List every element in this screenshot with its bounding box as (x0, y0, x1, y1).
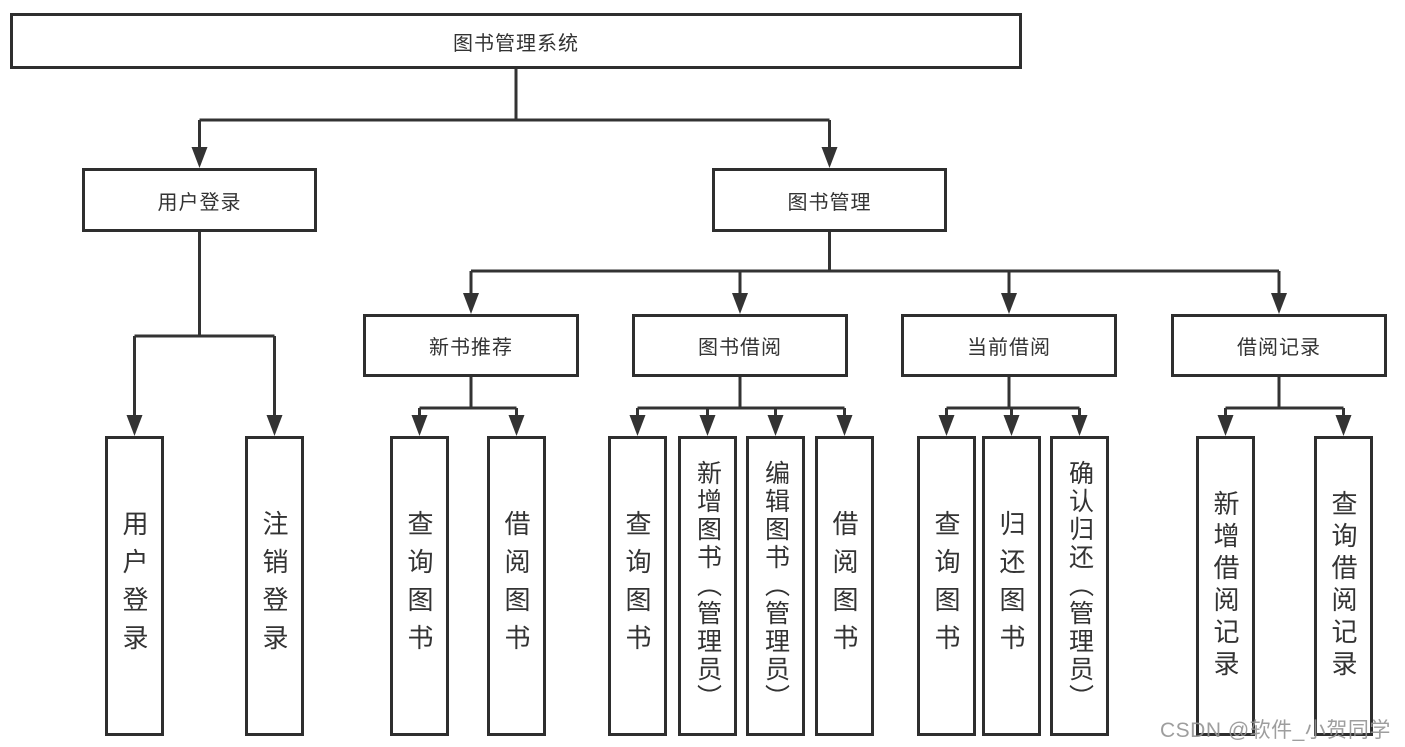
watermark: CSDN @软件_小贺同学 (1160, 719, 1391, 742)
arrowhead (1071, 415, 1088, 436)
arrowhead (1335, 415, 1352, 436)
node-label: 查询图书 (622, 510, 652, 662)
node-label: 查询借阅记录 (1328, 490, 1358, 682)
arrowhead (1003, 415, 1020, 436)
node-label: 归还图书 (996, 510, 1026, 662)
arrowhead (266, 415, 283, 436)
arrowhead (463, 293, 479, 314)
node-edit-books-admin: 编辑图书（管理员） (746, 436, 805, 736)
arrowhead (836, 415, 853, 436)
node-new-book-recommend: 新书推荐 (363, 314, 579, 377)
arrowhead (1001, 293, 1017, 314)
node-borrow-books-2: 借阅图书 (815, 436, 874, 736)
node-borrowing-records: 借阅记录 (1171, 314, 1387, 377)
node-query-books-1: 查询图书 (390, 436, 449, 736)
arrowhead (126, 415, 143, 436)
node-system-root: 图书管理系统 (10, 13, 1022, 69)
node-borrow-books-1: 借阅图书 (487, 436, 546, 736)
node-logout-login: 注销登录 (245, 436, 304, 736)
node-label: 确认归还（管理员） (1065, 460, 1094, 712)
arrowhead (1271, 293, 1287, 314)
arrowhead (732, 293, 748, 314)
node-label: 借阅记录 (1237, 337, 1321, 359)
node-label: 图书管理系统 (453, 32, 579, 55)
node-label: 新书推荐 (429, 337, 513, 359)
node-book-management: 图书管理 (712, 168, 947, 232)
arrowhead (629, 415, 646, 436)
arrowhead (508, 415, 525, 436)
node-add-books-admin: 新增图书（管理员） (678, 436, 737, 736)
arrowhead (767, 415, 784, 436)
node-label: 注销登录 (259, 510, 289, 662)
node-label: 借阅图书 (501, 510, 531, 662)
arrowhead (699, 415, 716, 436)
node-query-borrow-record: 查询借阅记录 (1314, 436, 1373, 736)
node-label: 用户登录 (119, 510, 149, 662)
node-label: 当前借阅 (967, 337, 1051, 359)
node-current-borrowing: 当前借阅 (901, 314, 1117, 377)
node-book-borrowing: 图书借阅 (632, 314, 848, 377)
node-label: 借阅图书 (829, 510, 859, 662)
node-user-login-leaf: 用户登录 (105, 436, 164, 736)
node-label: 查询图书 (931, 510, 961, 662)
node-query-books-2: 查询图书 (608, 436, 667, 736)
arrowhead (1217, 415, 1234, 436)
node-label: 图书管理 (787, 191, 872, 214)
node-user-login: 用户登录 (82, 168, 317, 232)
node-add-borrow-record: 新增借阅记录 (1196, 436, 1255, 736)
arrowhead (938, 415, 955, 436)
node-return-books: 归还图书 (982, 436, 1041, 736)
arrowhead (191, 147, 208, 168)
node-query-books-3: 查询图书 (917, 436, 976, 736)
node-label: 用户登录 (157, 191, 242, 214)
node-label: 新增借阅记录 (1210, 490, 1240, 682)
node-label: 查询图书 (404, 510, 434, 662)
node-label: 新增图书（管理员） (693, 460, 722, 712)
node-confirm-return-admin: 确认归还（管理员） (1050, 436, 1109, 736)
arrowhead (411, 415, 428, 436)
node-label: 图书借阅 (698, 337, 782, 359)
node-label: 编辑图书（管理员） (761, 460, 790, 712)
arrowhead (821, 147, 838, 168)
